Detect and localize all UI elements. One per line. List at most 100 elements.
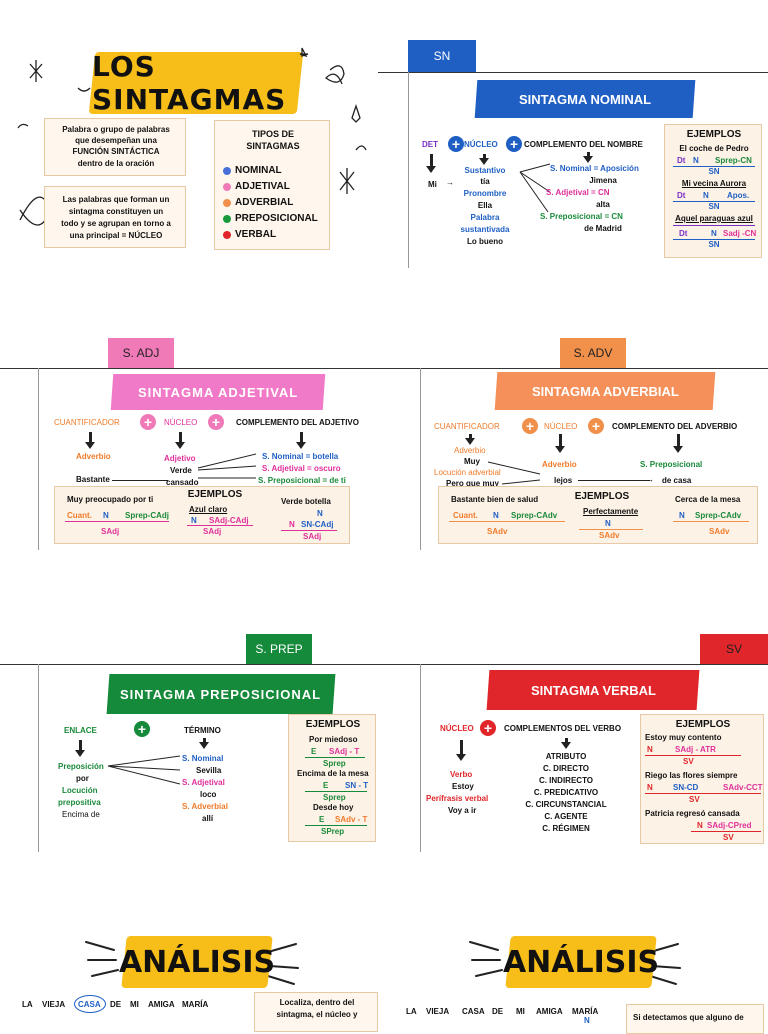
sadv-left-4: Pero que muy xyxy=(446,479,499,488)
tab-sadv[interactable]: S. ADV xyxy=(560,338,626,368)
plus-icon: + xyxy=(522,418,538,434)
analisis-right-word-4: DE xyxy=(492,1007,504,1016)
sadj-ex2-tag-2: SAdj-CAdj xyxy=(209,516,249,525)
sadv-ex1-tag-2: N xyxy=(493,511,499,520)
tab-sadj[interactable]: S. ADJ xyxy=(108,338,174,368)
sn-nuc-1: Sustantivo xyxy=(464,166,506,175)
sadv-banner-title: SINTAGMA ADVERBIAL xyxy=(531,383,679,399)
sprep-ex3-tag-1: E xyxy=(319,815,325,824)
nominal-dot-icon xyxy=(223,167,231,175)
arrow-shaft xyxy=(179,432,182,442)
plus-icon: + xyxy=(448,136,464,152)
down-arrow-icon xyxy=(75,750,85,757)
sadv-ex2-tag-1: N xyxy=(605,519,611,528)
sn-nuc-3: Pronombre xyxy=(463,189,507,198)
sn-ex2: Mi vecina Aurora xyxy=(681,179,747,188)
sadv-left-1: Adverbio xyxy=(454,446,486,455)
sadv-banner: SINTAGMA ADVERBIAL xyxy=(494,372,716,410)
arrow-shaft xyxy=(79,740,82,750)
sadj-ex3-tag-2: N xyxy=(289,520,295,529)
sn-nuc-6: sustantivada xyxy=(460,225,510,234)
sadv-sprep: S. Preposicional xyxy=(640,460,703,469)
down-arrow-icon xyxy=(456,754,466,761)
sv-comp-2: C. DIRECTO xyxy=(542,764,590,773)
analisis-right-word-1: LA xyxy=(406,1007,417,1016)
sv-banner-title: SINTAGMA VERBAL xyxy=(530,682,656,698)
sadv-ex1-s: SAdv xyxy=(487,527,508,536)
sadv-adverbio: Adverbio xyxy=(542,460,577,469)
underline xyxy=(673,166,755,167)
tab-sv[interactable]: SV xyxy=(700,634,768,664)
casa-circle xyxy=(74,995,106,1013)
sprep-left-5: Encima de xyxy=(62,810,100,819)
sadj-ex3-tag-1: N xyxy=(317,509,323,518)
sv-ex1-s: SV xyxy=(683,757,694,766)
divider-row2 xyxy=(0,368,768,369)
plus-icon: + xyxy=(208,414,224,430)
sadv-de-casa: de casa xyxy=(662,476,692,485)
sn-nuc-7: Lo bueno xyxy=(467,237,503,246)
tab-sv-label: SV xyxy=(725,642,742,656)
sadj-bastante: Bastante xyxy=(76,475,110,484)
underline xyxy=(645,755,741,756)
sn-ex3: Aquel paraguas azul xyxy=(675,214,753,223)
sn-ex2-tag-dt: Dt xyxy=(677,191,686,200)
divider-sadj-left xyxy=(38,368,39,550)
down-arrow-icon xyxy=(673,446,683,453)
sn-banner: SINTAGMA NOMINAL xyxy=(474,80,696,118)
arrow-shaft xyxy=(565,738,568,744)
sv-comp-6: C. AGENTE xyxy=(544,812,588,821)
tab-sprep[interactable]: S. PREP xyxy=(246,634,312,664)
analisis-right-box: Si detectamos que alguno de xyxy=(626,1004,764,1034)
sprep-term-3: S. Adjetival xyxy=(182,778,225,787)
underline xyxy=(281,530,337,531)
down-arrow-icon xyxy=(479,158,489,165)
analisis-rays-icon xyxy=(85,941,681,985)
sprep-banner-title: SINTAGMA PREPOSICIONAL xyxy=(120,686,322,702)
down-arrow-icon xyxy=(426,166,436,173)
sn-ex2-tag-apos: Apos. xyxy=(727,191,750,200)
nucleus-line-3: todo y se agrupan en torno a xyxy=(61,219,171,228)
sv-left-2: Estoy xyxy=(452,782,474,791)
sn-branch-lines xyxy=(519,163,551,213)
sn-ex3-tag-n: N xyxy=(711,229,717,238)
down-arrow-icon xyxy=(296,442,306,449)
sadv-complemento: COMPLEMENTO DEL ADVERBIO xyxy=(612,422,738,431)
sprep-ex1: Por miedoso xyxy=(309,735,358,744)
underline xyxy=(187,525,253,526)
definition-line-4: dentro de la oración xyxy=(77,159,155,168)
tab-sn[interactable]: SN xyxy=(408,40,476,72)
sprep-ex3-s: SPrep xyxy=(321,827,345,836)
analisis-banner-left: ANÁLISIS xyxy=(119,936,275,988)
sprep-branch-lines xyxy=(107,755,181,785)
sadj-banner-title: SINTAGMA ADJETIVAL xyxy=(137,384,299,400)
nucleus-line-4: una principal = NÚCLEO xyxy=(69,231,163,240)
sprep-left-4: prepositiva xyxy=(58,798,101,807)
plus-icon: + xyxy=(588,418,604,434)
sprep-left-3: Locución xyxy=(62,786,98,795)
sn-comp-3: S. Adjetival = CN xyxy=(546,188,610,197)
sn-nuc-2: tía xyxy=(480,177,490,186)
divider-sprep-left xyxy=(38,664,39,852)
sn-comp-4: alta xyxy=(596,200,610,209)
sadj-comp-2: S. Adjetival = oscuro xyxy=(262,464,341,473)
sadj-adverbio: Adverbio xyxy=(76,452,111,461)
sadv-nucleo: NÚCLEO xyxy=(544,422,578,431)
sn-ex1-tag-n: N xyxy=(693,156,699,165)
analisis-left-word-6: AMIGA xyxy=(148,1000,175,1009)
type-preposicional: PREPOSICIONAL xyxy=(235,213,318,224)
sprep-ex2-tag-1: E xyxy=(323,781,329,790)
sv-ex2: Riego las flores siempre xyxy=(645,771,738,780)
right-arrow-icon: → xyxy=(446,178,454,187)
underline xyxy=(305,757,365,758)
sadj-branch-lines xyxy=(197,453,257,479)
sn-det: DET xyxy=(422,140,438,149)
divider-row3 xyxy=(0,664,768,665)
sadv-ex1-tag-3: Sprep-CAdv xyxy=(511,511,558,520)
arrow-shaft xyxy=(203,738,206,744)
analisis-right-word-6: AMIGA xyxy=(536,1007,563,1016)
analisis-right-word-7: MARÍA xyxy=(572,1007,599,1016)
definition-line-2: que desempeñan una xyxy=(75,136,157,145)
sadv-ex2: Perfectamente xyxy=(583,507,639,516)
sprep-ex1-s: Sprep xyxy=(323,759,346,768)
